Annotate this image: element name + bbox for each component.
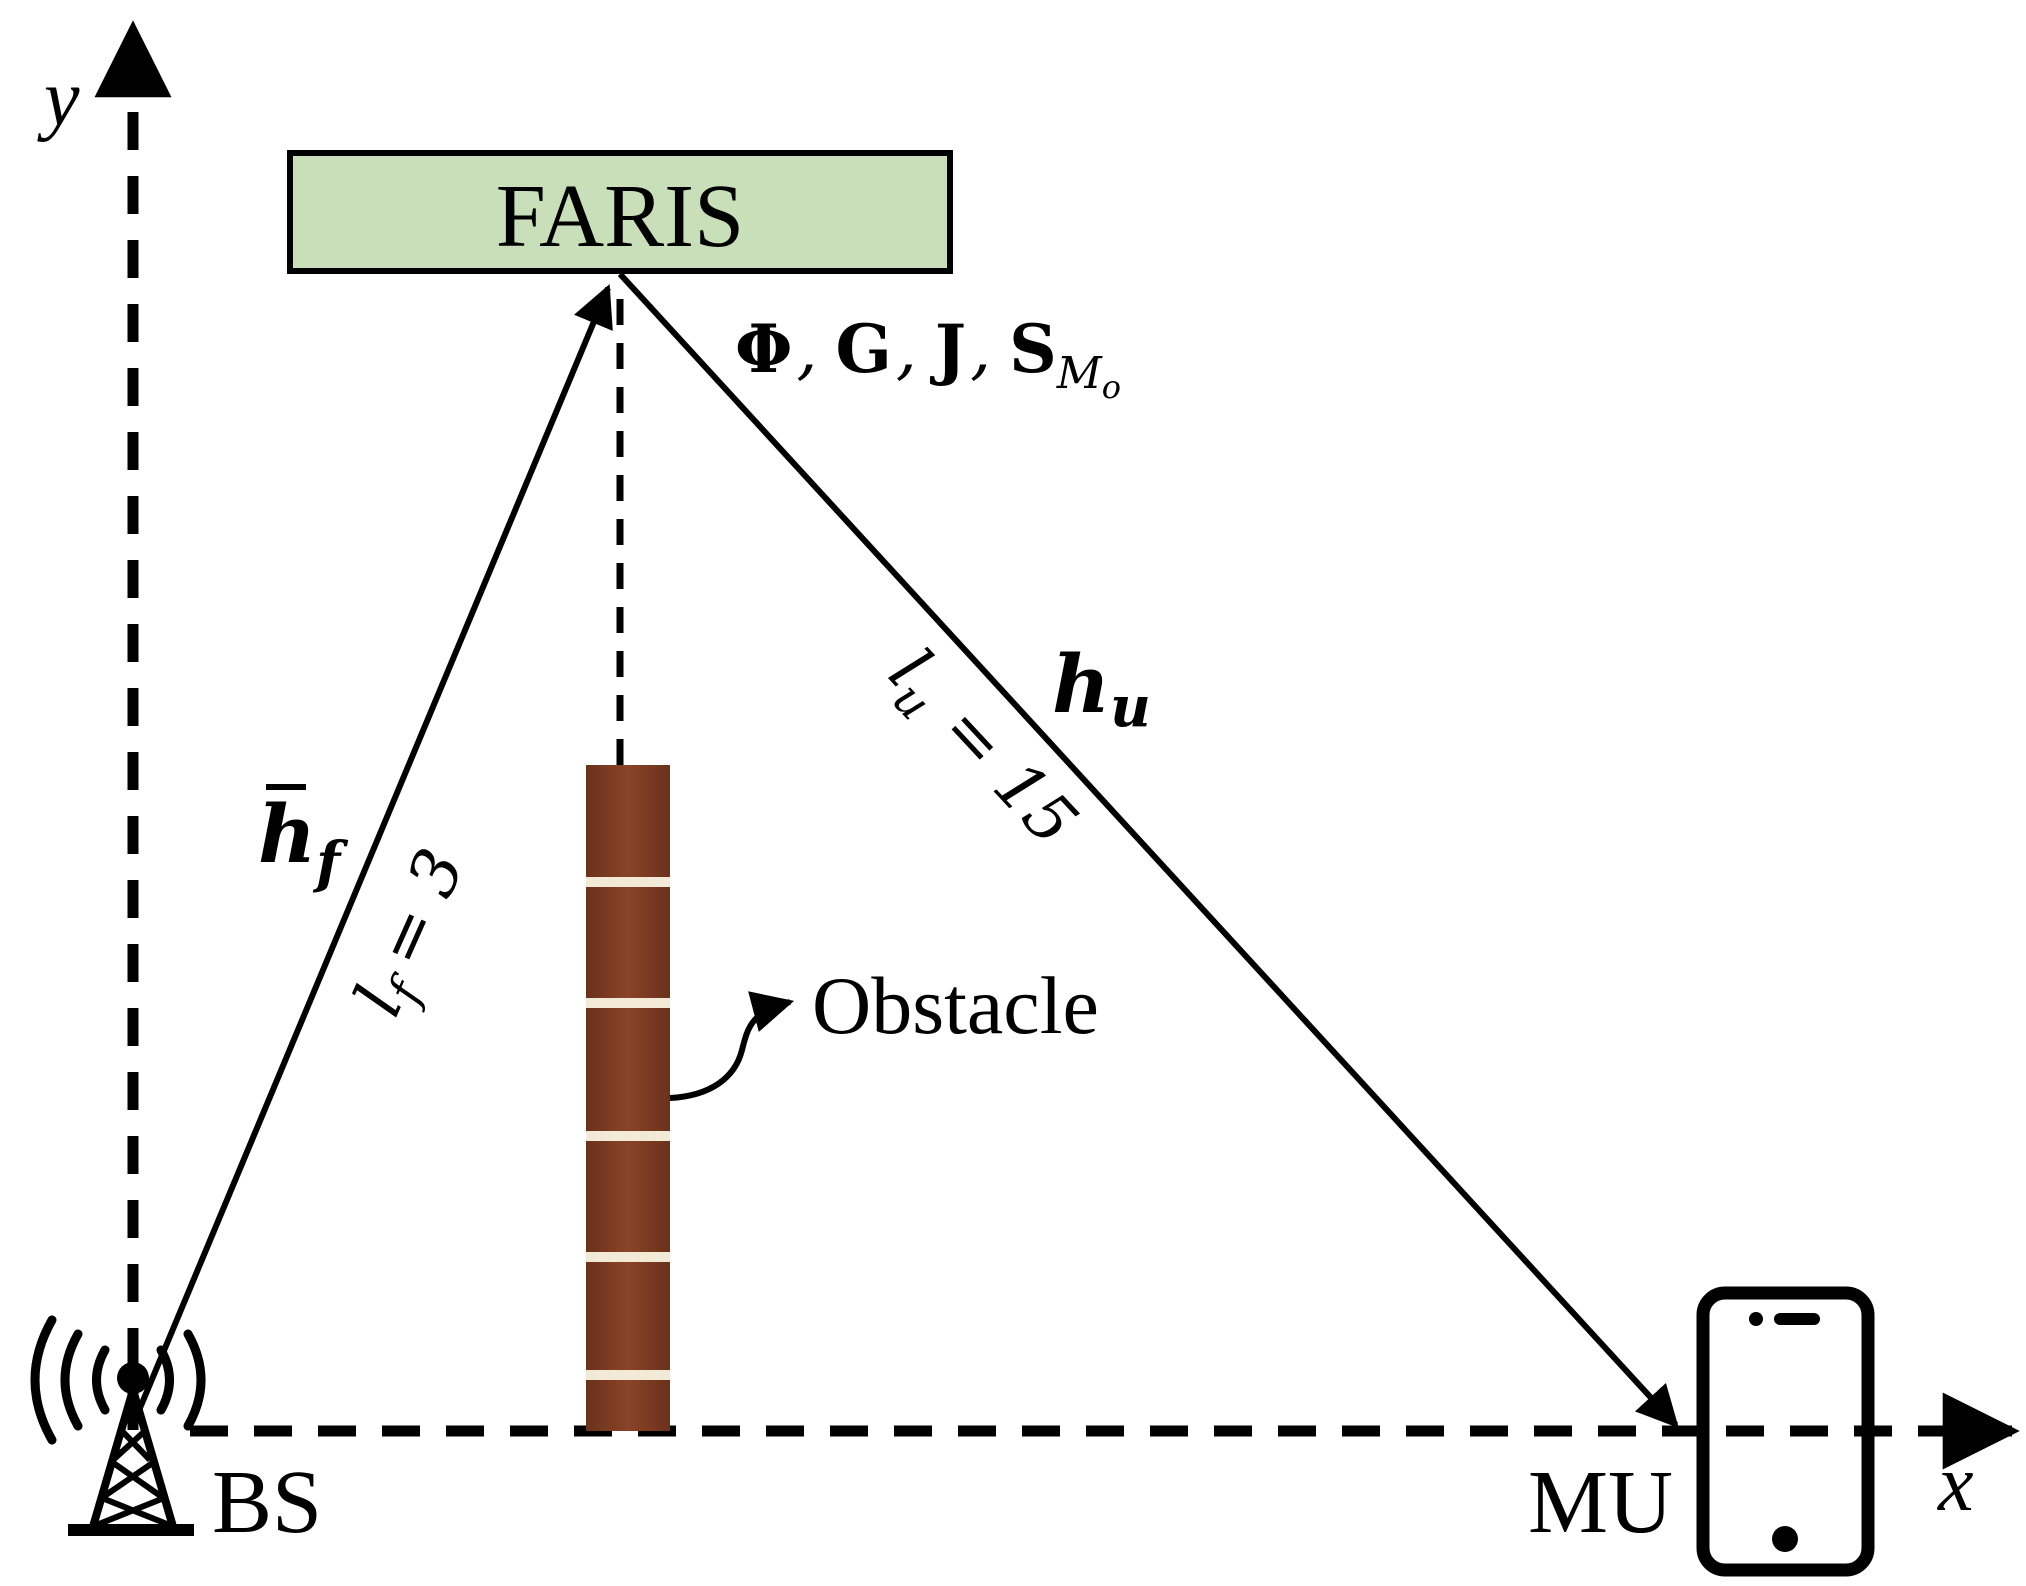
mu-label: MU [1528,1453,1673,1552]
s-symbol: S [1009,310,1057,388]
channel-symbol: h [1052,637,1110,731]
s-subscript-o: o [1102,368,1121,406]
distance-lf-label: lf= 3 [339,838,488,1030]
param-separator: , [970,311,991,388]
mortar-joint [586,877,670,887]
channel-subscript: u [1110,674,1151,740]
channel-hu-label: hu [1052,637,1151,740]
channel-hf-label: hf [258,787,349,896]
g-symbol: G [835,310,891,388]
x-axis-label: x [1937,1440,1974,1528]
param-separator: , [797,311,818,388]
faris-panel: FARIS [287,150,953,274]
channel-symbol: h [258,787,316,881]
mortar-joint [586,998,670,1008]
bs-label: BS [212,1453,322,1552]
y-axis-label: y [37,55,80,143]
mortar-joint [586,1370,670,1380]
faris-parameters-label: Φ,G,J,SMo [735,310,1121,406]
param-separator: , [896,311,917,388]
distance-relation: = 3 [361,838,479,977]
base-station-tower-icon [30,1315,206,1536]
bs-to-faris-link [137,284,613,1410]
obstacle-callout-arrow [669,991,795,1101]
channel-subscript: f [312,830,349,896]
mobile-phone-icon [1696,1286,1875,1577]
j-symbol: J [930,310,966,388]
bs-faris-channel-label: hf [258,784,349,896]
phi-symbol: Φ [735,310,793,388]
mortar-joint [586,1252,670,1262]
s-subscript-m: M [1056,348,1103,399]
mortar-joint [586,1131,670,1141]
obstacle-wall [586,765,670,1431]
obstacle-label: Obstacle [812,960,1099,1051]
faris-label: FARIS [496,167,744,266]
faris-box [287,150,953,274]
faris-to-mu-link [617,271,1679,1429]
